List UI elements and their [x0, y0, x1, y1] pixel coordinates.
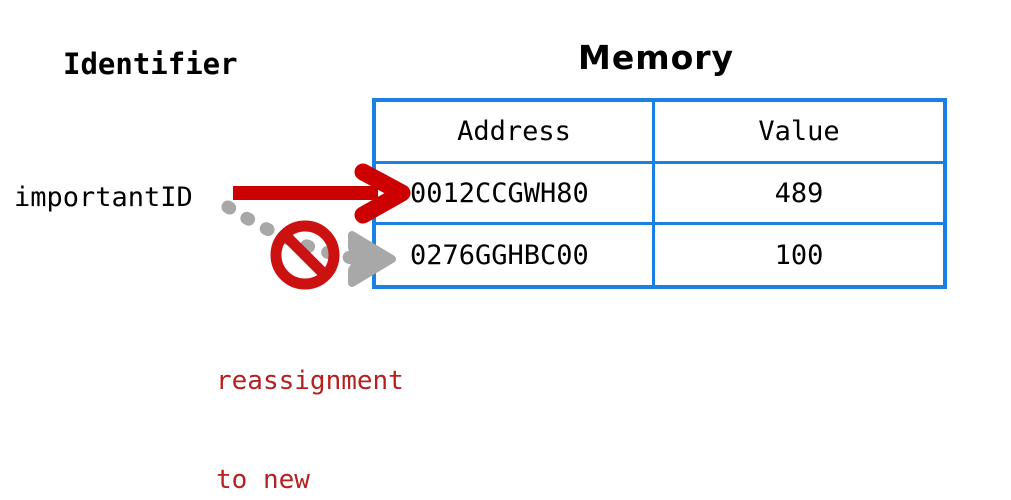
- dotted-gray-arrow-icon: [221, 200, 396, 287]
- identifier-name-label: importantID: [14, 182, 193, 213]
- cell-value-1: 100: [774, 240, 824, 271]
- caption-text: reassignment to new memory address not a…: [216, 299, 404, 500]
- cell-address-0: 0012CCGWH80: [376, 164, 655, 222]
- table-row: 0012CCGWH80 489: [376, 164, 943, 225]
- no-entry-icon: [270, 220, 340, 290]
- identifier-heading: Identifier: [63, 47, 238, 81]
- column-header-address: Address: [376, 102, 655, 161]
- column-header-value: Value: [758, 116, 840, 147]
- caption-line-1: to new: [216, 465, 310, 495]
- table-header-row: Address Value: [376, 102, 943, 164]
- memory-heading: Memory: [578, 38, 735, 77]
- cell-value-0: 489: [774, 177, 824, 209]
- table-row: 0276GGHBC00 100: [376, 225, 943, 286]
- memory-table: Address Value 0012CCGWH80 489 0276GGHBC0…: [372, 98, 947, 289]
- cell-address-1: 0276GGHBC00: [376, 225, 655, 286]
- caption-line-0: reassignment: [216, 366, 404, 396]
